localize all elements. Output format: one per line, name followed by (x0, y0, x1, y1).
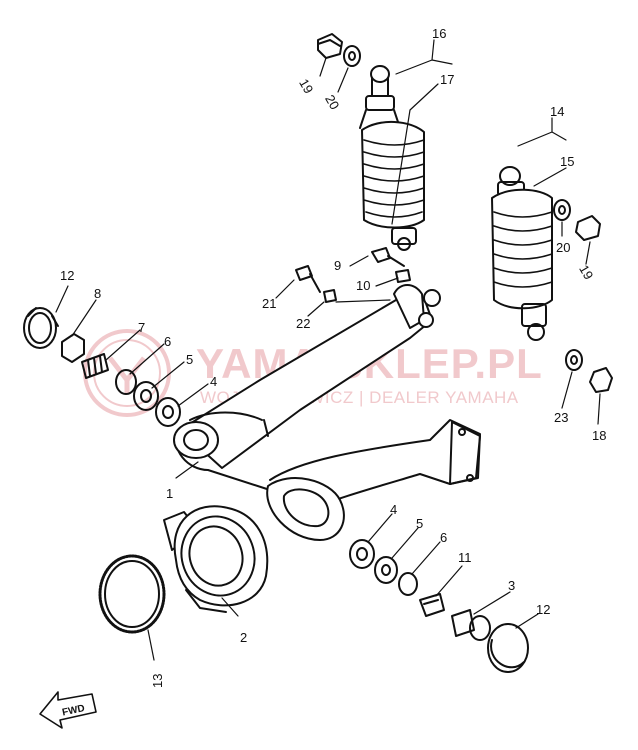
part-label-3: 3 (508, 578, 515, 593)
part-label-7: 7 (138, 320, 145, 335)
part-label-5b: 5 (416, 516, 423, 531)
part-label-12b: 12 (536, 602, 550, 617)
bearing-housing (163, 505, 269, 613)
part-label-16: 16 (432, 26, 446, 41)
part-label-12a: 12 (60, 268, 74, 283)
bolt-22 (323, 289, 337, 303)
leader-lines (55, 39, 601, 661)
part-label-9: 9 (334, 258, 341, 273)
shock-absorber-right (491, 166, 553, 341)
locknut-left (61, 333, 85, 363)
lock-washer (419, 593, 445, 617)
part-label-6b: 6 (440, 530, 447, 545)
part-label-15: 15 (560, 154, 574, 169)
washer-right-lower (565, 349, 583, 371)
o-ring (98, 554, 166, 634)
part-label-21: 21 (262, 296, 276, 311)
part-label-2: 2 (240, 630, 247, 645)
bolt-10 (395, 269, 411, 283)
nut-top-left (317, 33, 343, 59)
part-label-10: 10 (356, 278, 370, 293)
collar-right (374, 556, 398, 584)
part-label-22: 22 (296, 316, 310, 331)
bearing-left (155, 397, 181, 427)
part-label-19b: 19 (576, 262, 596, 282)
part-label-8: 8 (94, 286, 101, 301)
part-label-17: 17 (440, 72, 454, 87)
part-label-13: 13 (150, 674, 165, 688)
bolt-9 (371, 247, 405, 267)
pivot-cap-left (23, 307, 59, 349)
fwd-arrow-icon (39, 691, 97, 729)
bushing-right (398, 572, 418, 596)
part-label-20a: 20 (322, 92, 342, 112)
washer-right-upper (553, 199, 571, 221)
part-label-4a: 4 (210, 374, 217, 389)
washer-top-left (343, 45, 361, 67)
part-label-1: 1 (166, 486, 173, 501)
part-label-4b: 4 (390, 502, 397, 517)
part-label-11: 11 (458, 550, 472, 565)
part-label-19a: 19 (296, 76, 316, 96)
part-label-20b: 20 (556, 240, 570, 255)
part-label-18: 18 (592, 428, 606, 443)
part-label-23: 23 (554, 410, 568, 425)
part-label-5a: 5 (186, 352, 193, 367)
pivot-shaft-right (451, 609, 491, 641)
adjust-bolt-left (81, 353, 109, 379)
nut-right-upper (575, 215, 601, 241)
bolt-21 (295, 265, 321, 293)
part-label-6a: 6 (164, 334, 171, 349)
part-label-14: 14 (550, 104, 564, 119)
nut-right-lower (589, 367, 613, 393)
fwd-arrow-label: FWD (61, 703, 86, 718)
collar-left (133, 381, 159, 411)
shock-absorber-left (359, 65, 425, 251)
bushing-left (115, 369, 137, 395)
pivot-cap-right (487, 623, 529, 673)
swing-arm (173, 284, 481, 541)
bearing-right (349, 539, 375, 569)
